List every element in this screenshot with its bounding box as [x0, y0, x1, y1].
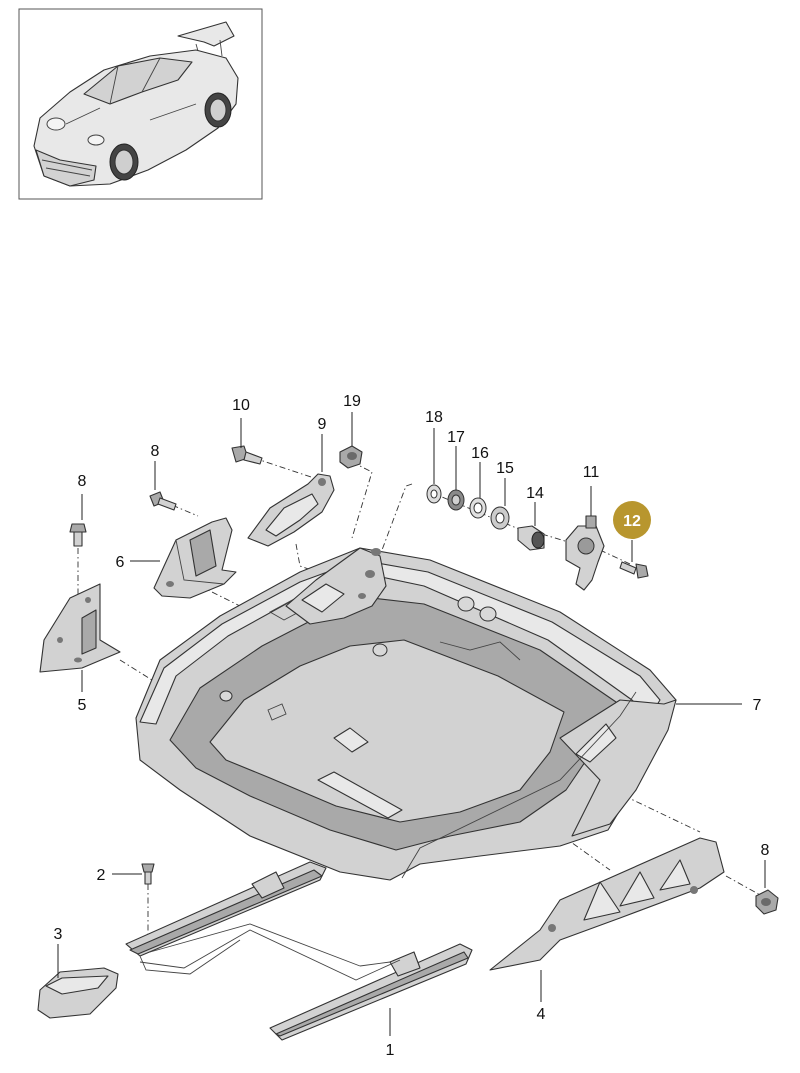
part-9-bracket[interactable] — [247, 473, 335, 547]
front-wheel-icon — [109, 143, 139, 181]
rear-wheel-icon — [204, 92, 232, 128]
part-5-bracket[interactable] — [39, 583, 121, 673]
part-7-seat-shell[interactable] — [135, 547, 677, 881]
part-3-cover[interactable] — [37, 967, 119, 1019]
callout-17[interactable]: 17 — [447, 429, 465, 446]
part-12-screw[interactable] — [619, 561, 649, 579]
part-1-rail-assembly[interactable] — [125, 861, 473, 1041]
callout-14[interactable]: 14 — [526, 485, 544, 502]
part-2-screw[interactable] — [141, 863, 155, 885]
callout-1[interactable]: 1 — [386, 1042, 395, 1059]
callout-10[interactable]: 10 — [232, 397, 250, 414]
callout-18[interactable]: 18 — [425, 409, 443, 426]
part-15-washer[interactable] — [490, 506, 510, 530]
callout-12-highlight[interactable]: 12 — [613, 501, 651, 539]
part-14-pin[interactable] — [517, 525, 545, 551]
callout-8b[interactable]: 8 — [151, 443, 160, 460]
callout-12: 12 — [623, 513, 641, 530]
callout-7[interactable]: 7 — [753, 697, 762, 714]
callout-2[interactable]: 2 — [97, 867, 106, 884]
part-6-bracket[interactable] — [153, 517, 237, 599]
leader-lines — [57, 412, 766, 1036]
part-16-washer[interactable] — [469, 497, 487, 519]
callout-4[interactable]: 4 — [537, 1006, 546, 1023]
part-8-bolt-right[interactable] — [755, 889, 779, 915]
callout-11[interactable]: 11 — [583, 464, 600, 481]
callout-3[interactable]: 3 — [54, 926, 63, 943]
part-8-bolt-mid[interactable] — [149, 491, 177, 511]
part-4-bracket[interactable] — [489, 837, 725, 971]
part-19-nut[interactable] — [339, 445, 363, 469]
part-18-washer[interactable] — [426, 484, 442, 504]
callout-6[interactable]: 6 — [116, 554, 125, 571]
callout-8a[interactable]: 8 — [78, 473, 87, 490]
callout-19[interactable]: 19 — [343, 393, 361, 410]
callout-15[interactable]: 15 — [496, 460, 514, 477]
part-8-bolt-left[interactable] — [69, 523, 87, 547]
callout-5[interactable]: 5 — [78, 697, 87, 714]
callout-8c[interactable]: 8 — [761, 842, 770, 859]
car-thumbnail[interactable] — [18, 8, 263, 200]
car-thumbnail-icon — [33, 21, 239, 187]
callout-16[interactable]: 16 — [471, 445, 489, 462]
callouts: 8 5 6 8 10 9 19 18 17 16 15 14 11 12 7 8… — [54, 393, 770, 1059]
part-17-bushing[interactable] — [447, 489, 465, 511]
callout-9[interactable]: 9 — [318, 416, 327, 433]
highlight-badge — [613, 501, 651, 539]
part-10-bolt[interactable] — [231, 445, 263, 465]
part-11-lever[interactable] — [565, 515, 605, 591]
